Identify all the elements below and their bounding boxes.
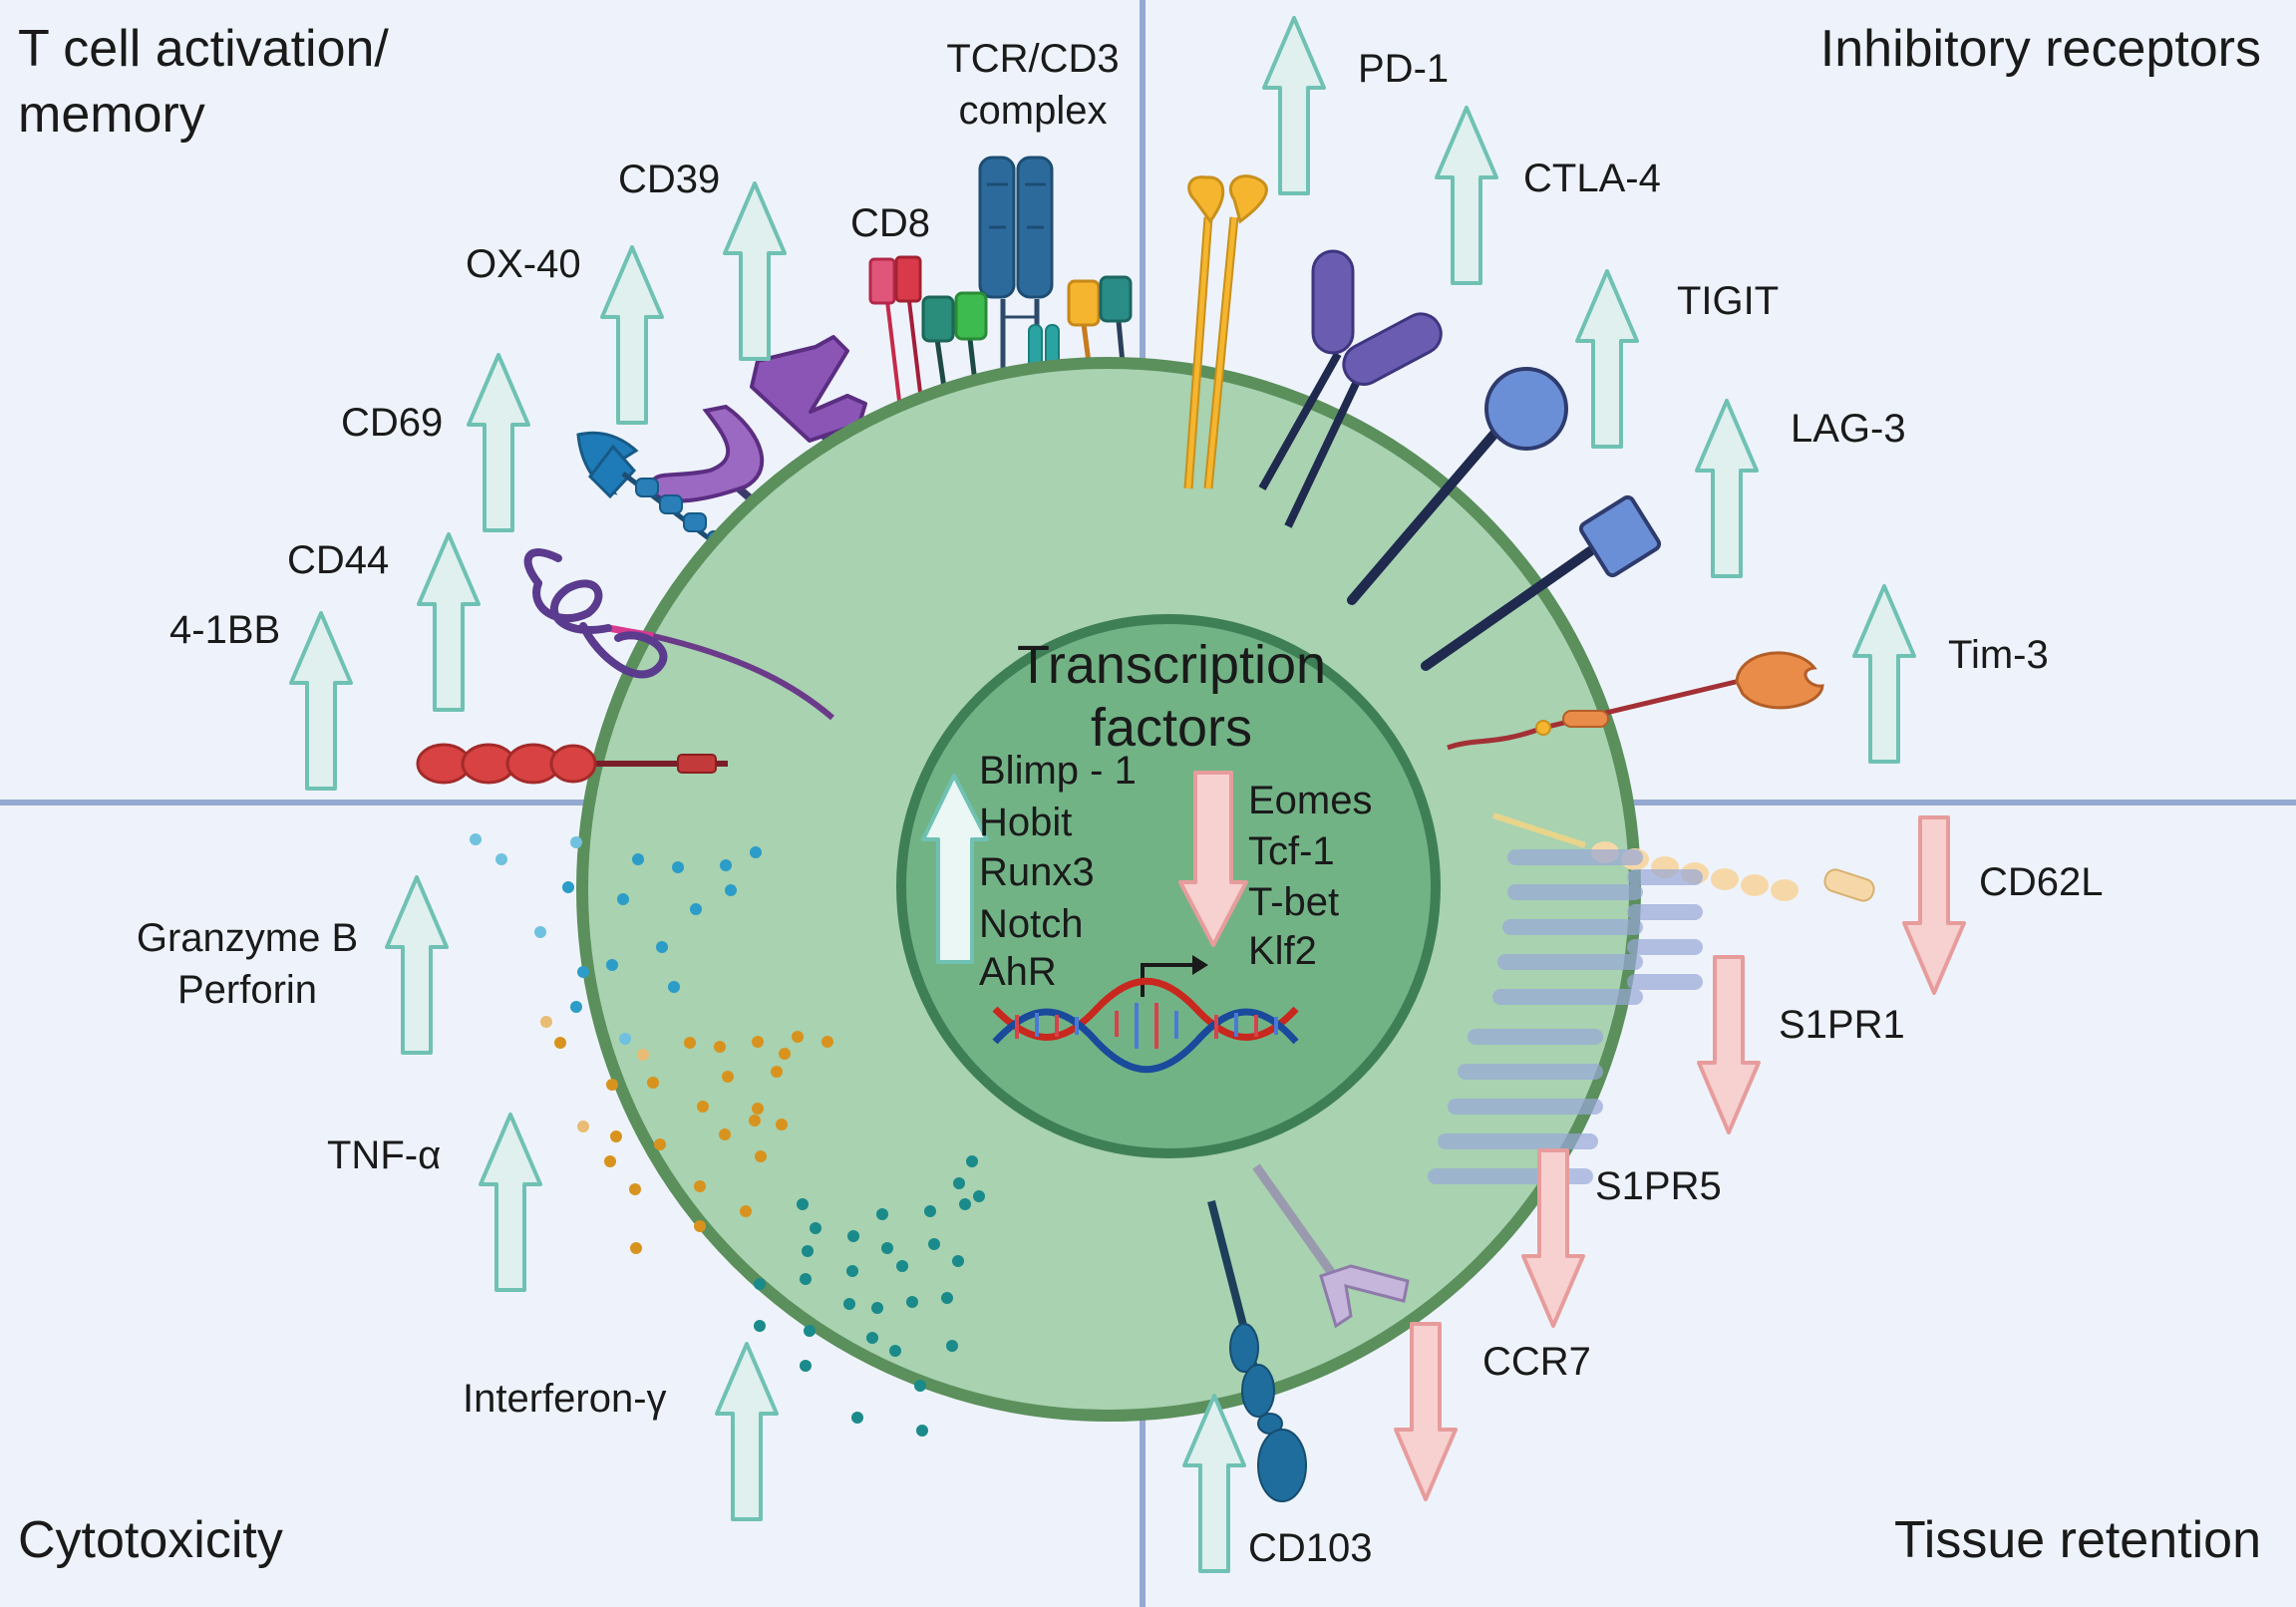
quadrant-title-tissue-retention: Tissue retention [1894,1511,2261,1569]
label-cd103: CD103 [1248,1526,1373,1570]
label-cd69: CD69 [341,401,443,445]
label-tigit: TIGIT [1677,279,1779,323]
tim3-structure [1447,651,1824,751]
quadrant-title-inhibitory: Inhibitory receptors [1820,20,2261,78]
quadrant-title-activation-line2: memory [18,86,205,144]
pd1-structure [1183,174,1268,489]
label-tim3: Tim-3 [1948,633,2049,677]
ccr7-structure [1252,1163,1410,1329]
dna-helix-icon [992,955,1299,1074]
label-cd44: CD44 [287,538,389,582]
tigit-structure [1347,367,1568,605]
ctla4-structure [1258,249,1443,528]
quadrant-title-cytotoxicity: Cytotoxicity [18,1511,283,1569]
label-ox40: OX-40 [466,242,581,286]
label-cd8: CD8 [850,201,930,245]
nucleus-title-line2: factors [1091,698,1252,758]
label-lag3: LAG-3 [1791,407,1906,451]
granzyme-perforin-dots [470,833,762,1045]
label-cd39: CD39 [618,158,720,201]
nucleus-title-line1: Transcription [1017,635,1326,695]
4-1bb-structure [416,743,728,785]
label-perforin: Perforin [177,968,317,1012]
label-pd1: PD-1 [1358,47,1449,91]
tf-down-klf2: Klf2 [1248,929,1317,973]
label-cd62l: CD62L [1979,860,2104,904]
label-tcr-cd3-line2: complex [959,89,1108,133]
label-ccr7: CCR7 [1482,1340,1591,1384]
label-tnf-alpha: TNF-α [327,1133,441,1177]
quadrant-title-activation-line1: T cell activation/ [18,20,389,78]
nucleus-down-arrow [1178,771,1248,947]
tf-up-notch: Notch [979,902,1084,946]
interferon-gamma-dots [754,1155,985,1437]
nucleus-up-arrow [921,774,989,964]
tf-up-blimp1: Blimp - 1 [979,749,1137,793]
label-interferon-gamma: Interferon-γ [463,1377,667,1421]
tf-up-hobit: Hobit [979,801,1072,844]
lag3-structure [1421,494,1662,671]
tnf-alpha-dots [540,1016,833,1254]
tf-down-tcf1: Tcf-1 [1248,829,1335,873]
label-ctla4: CTLA-4 [1523,157,1661,200]
gpcr-structures [1428,849,1703,1184]
cd103-structure [1207,1200,1307,1502]
cd44-structure [523,548,834,721]
tf-up-runx3: Runx3 [979,850,1095,894]
tf-up-ahr: AhR [979,950,1057,994]
tf-down-eomes: Eomes [1248,779,1373,822]
label-s1pr1: S1PR1 [1779,1003,1905,1047]
label-granzyme-b: Granzyme B [137,916,358,960]
label-4-1bb: 4-1BB [169,608,280,652]
tf-down-tbet: T-bet [1248,880,1339,924]
label-s1pr5: S1PR5 [1595,1164,1722,1208]
label-tcr-cd3-line1: TCR/CD3 [946,37,1119,81]
